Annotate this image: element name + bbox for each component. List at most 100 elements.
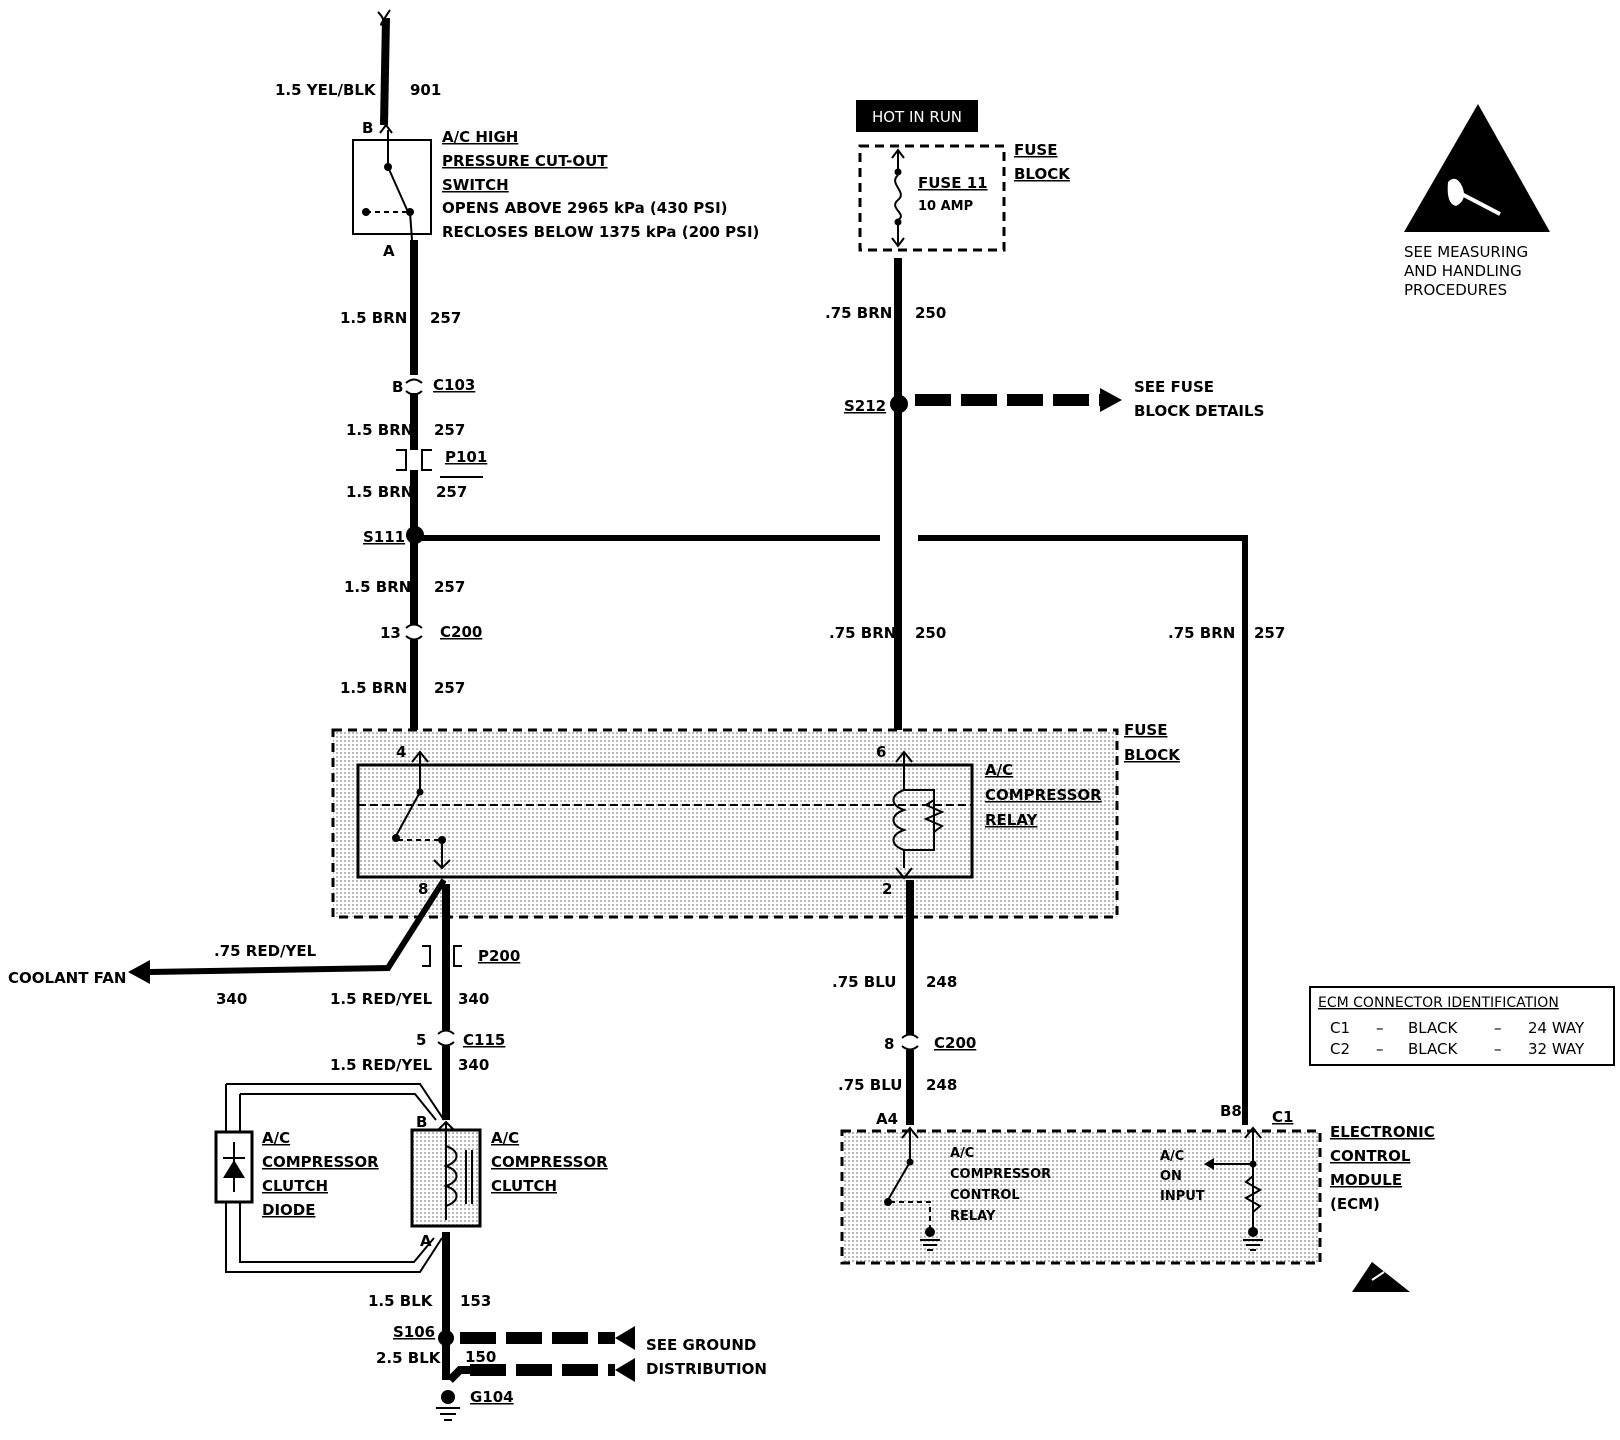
mid-w1-size: .75 BRN (825, 304, 892, 322)
ecm-relay-ground-icon (920, 1239, 940, 1251)
mid-w1-circuit: 250 (915, 304, 946, 322)
pressure-switch-group: 1.5 YEL/BLK 901 B A A/C HIGH PRESSURE CU… (275, 9, 759, 260)
see-fuse-2: BLOCK DETAILS (1134, 402, 1264, 420)
coolant-fan-arrow-icon (128, 960, 150, 984)
fan-wire-size: .75 RED/YEL (214, 942, 317, 960)
ecm-relay-label-2: COMPRESSOR (950, 1167, 1051, 1182)
switch-name-1: A/C HIGH (442, 128, 518, 146)
fuse-name: FUSE 11 (918, 174, 988, 192)
relay-pin-6-arrow (895, 750, 913, 790)
relay-label-3: RELAY (985, 811, 1039, 829)
wire-901-size: 1.5 YEL/BLK (275, 81, 377, 99)
clutch-core-icon (465, 1150, 473, 1204)
see-ground-2: DISTRIBUTION (646, 1360, 767, 1378)
see-ground-1: SEE GROUND (646, 1336, 756, 1354)
s212-splice (890, 395, 908, 413)
switch-pin-b-arrow (379, 124, 393, 134)
fuse-block-label-1: FUSE (1124, 721, 1167, 739)
esd-notice-2: AND HANDLING (1404, 262, 1522, 280)
relay-pin-4: 4 (396, 743, 406, 761)
w4-circuit: 257 (434, 578, 465, 596)
relay-coil-resistor-frame (904, 789, 935, 851)
ecm-table-r2-c2: – (1376, 1040, 1384, 1058)
lower-w1-size: 1.5 RED/YEL (330, 990, 433, 1008)
switch-name-2: PRESSURE CUT-OUT (442, 152, 608, 170)
esd-small-triangle-icon (1352, 1262, 1410, 1292)
relay-pin-2: 2 (882, 880, 892, 898)
lower-left-group: COOLANT FAN .75 RED/YEL 340 P200 1.5 RED… (8, 878, 767, 1421)
ecm-relay-blade (887, 1161, 911, 1201)
switch-pin-b: B (362, 119, 373, 137)
ecm-table-r1-c4: – (1494, 1019, 1502, 1037)
w1-size: 1.5 BRN (340, 309, 407, 327)
ecm-name-4: (ECM) (1330, 1195, 1380, 1213)
ecm-relay-left-dot (884, 1198, 892, 1206)
fuse-block-top-box (858, 144, 1006, 252)
clutch-pin-a: A (420, 1232, 432, 1250)
switch-pin-a: A (383, 242, 395, 260)
relay-label-1: A/C (985, 761, 1013, 779)
c115-pin: 5 (416, 1031, 426, 1049)
s212-name: S212 (844, 397, 886, 415)
ecm-relay-label-1: A/C (950, 1146, 974, 1161)
esd-notice-3: PROCEDURES (1404, 281, 1507, 299)
clutch-pin-b: B (416, 1113, 427, 1131)
clutch-label-2: COMPRESSOR (491, 1153, 608, 1171)
c103-connector-icon (405, 378, 423, 396)
ground-icon (436, 1407, 460, 1421)
esd-notice-1: SEE MEASURING (1404, 243, 1528, 261)
g104-name: G104 (470, 1388, 514, 1406)
diode-label-4: DIODE (262, 1201, 315, 1219)
see-fuse-arrow-icon (1100, 388, 1122, 412)
ecm-name-2: CONTROL (1330, 1147, 1411, 1165)
diode-wire-top-a (226, 1083, 445, 1121)
right-w1-size: .75 BRN (1168, 624, 1235, 642)
fuse-rating: 10 AMP (918, 199, 973, 214)
relay-pin-2-arrow (895, 867, 913, 880)
clutch-coil-icon (443, 1145, 458, 1207)
diode-wire-top-b (240, 1093, 437, 1121)
ecm-table-r2-c5: 32 WAY (1528, 1040, 1585, 1058)
middle-column-250: .75 BRN 250 S212 SEE FUSE BLOCK DETAILS … (825, 258, 1264, 740)
relay-switch-blade (395, 791, 421, 837)
lower-w3-size: 1.5 BLK (368, 1292, 434, 1310)
ecm-relay-label-3: CONTROL (950, 1188, 1020, 1203)
ecm-pulldown-resistor-icon (1243, 1175, 1263, 1213)
c200-lower-connector-icon (901, 1033, 919, 1051)
relay-switch-right-dot (438, 836, 446, 844)
wire-901 (380, 17, 390, 126)
w5-size: 1.5 BRN (340, 679, 407, 697)
fuse-block-label-2: BLOCK (1124, 746, 1181, 764)
fuse-bottom-dot (894, 218, 902, 226)
ecm-table-r2-c3: BLACK (1408, 1040, 1458, 1058)
esd-hand-icon (1447, 178, 1464, 206)
diode-label-1: A/C (262, 1129, 290, 1147)
ecm-a4-arrow (901, 1126, 919, 1160)
ecm-input-label-1: A/C (1160, 1149, 1184, 1164)
fuse-top-dot (894, 168, 902, 176)
ecm-input-dot (1249, 1160, 1257, 1168)
lm-c200-pin: 8 (884, 1035, 894, 1053)
s106-splice (438, 1330, 454, 1346)
c200-connector-icon (405, 623, 423, 641)
lower-w4-size: 2.5 BLK (376, 1349, 442, 1367)
w3-circuit: 257 (436, 483, 467, 501)
p101-name: P101 (445, 448, 487, 466)
diode-bar (223, 1142, 245, 1192)
branch-257-b (918, 535, 1248, 1125)
ecm-table-r2-c4: – (1494, 1040, 1502, 1058)
ecm-table-r1-c5: 24 WAY (1528, 1019, 1585, 1037)
diode-label-2: COMPRESSOR (262, 1153, 379, 1171)
ecm-relay-ground-dot (925, 1227, 935, 1237)
s106-name: S106 (393, 1323, 435, 1341)
diode-wire-bottom-a (225, 1084, 443, 1273)
fuse-top-arrow (891, 148, 905, 170)
fuse-block-relay-group: FUSE BLOCK A/C COMPRESSOR RELAY 4 8 6 2 (331, 721, 1181, 919)
switch-name-3: SWITCH (442, 176, 509, 194)
lm-w1-circuit: 248 (926, 973, 957, 991)
p101-passthrough-icon (396, 449, 432, 471)
esd-notice: SEE MEASURING AND HANDLING PROCEDURES (1404, 104, 1550, 299)
ecm-table-r1-c3: BLACK (1408, 1019, 1458, 1037)
ecm-group: A4 B8 C1 A/C COMPRESSOR CONTROL RELAY A/… (840, 1102, 1435, 1292)
see-fuse-1: SEE FUSE (1134, 378, 1214, 396)
